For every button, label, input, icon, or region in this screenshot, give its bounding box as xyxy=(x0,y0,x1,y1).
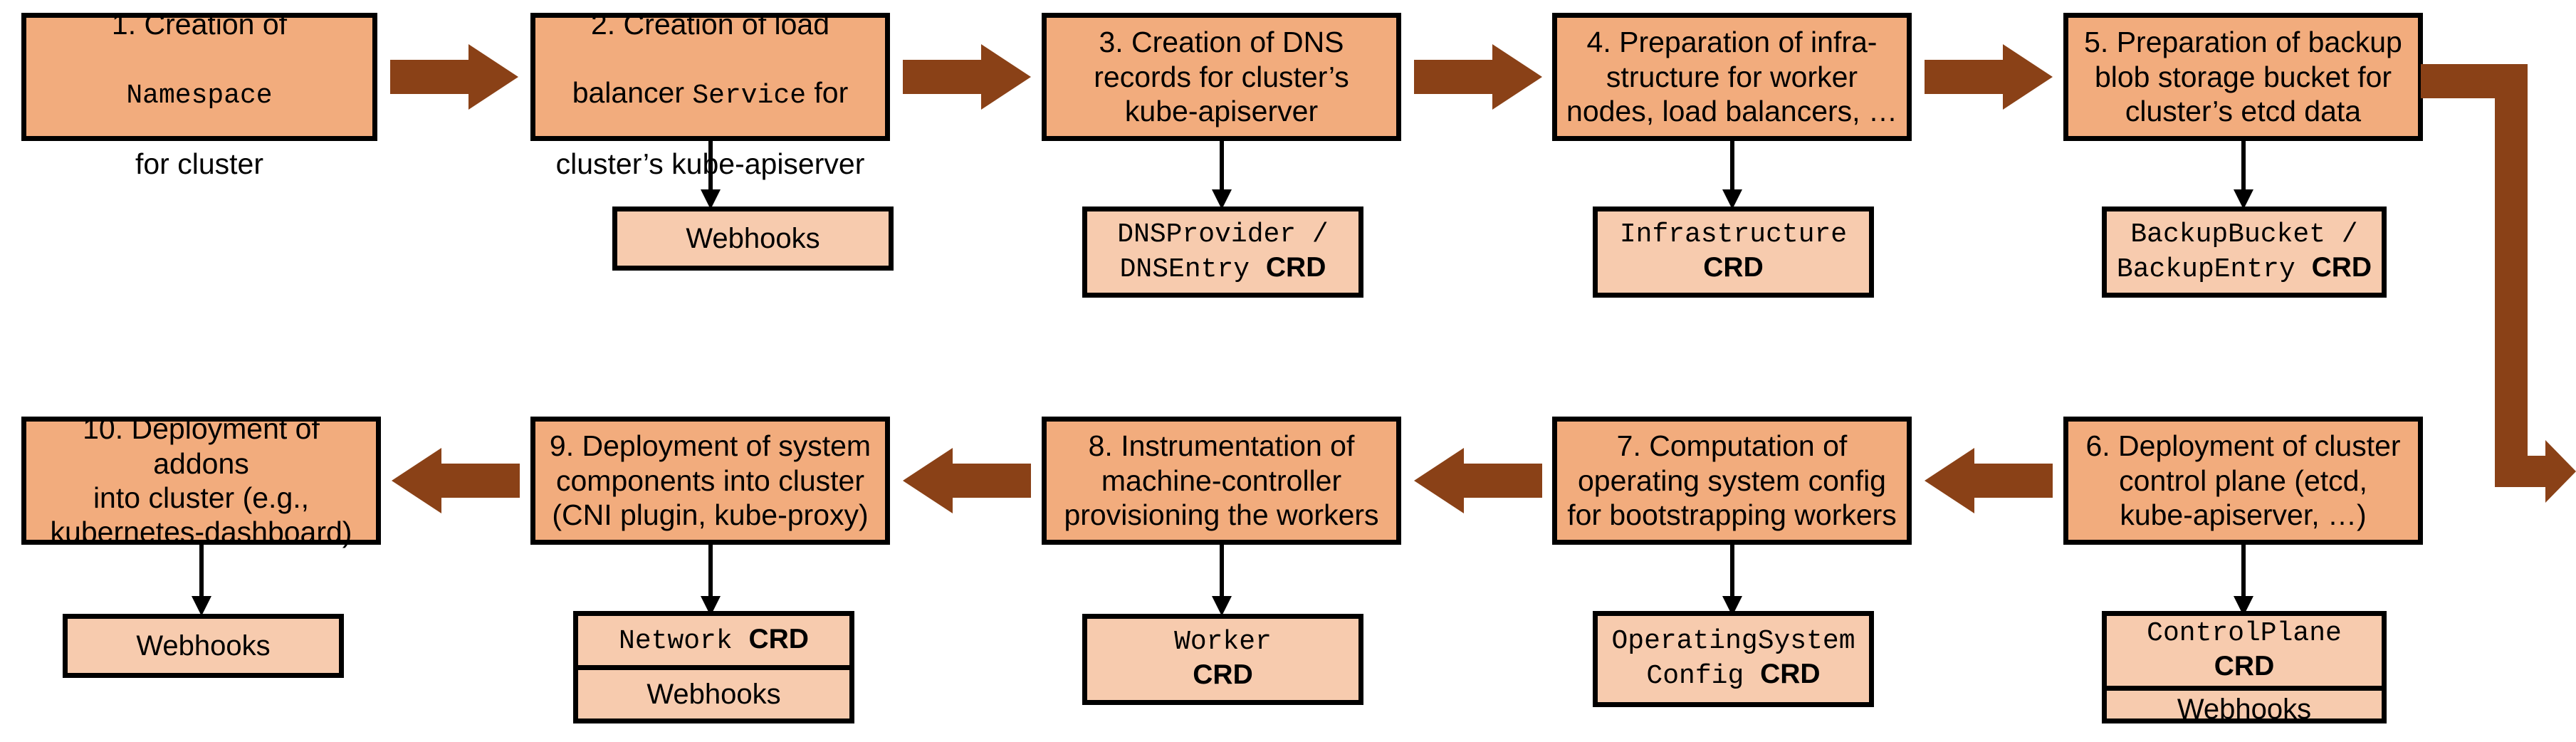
artifact-box-step2[interactable]: Webhooks xyxy=(612,207,894,271)
artifact-label: Webhooks xyxy=(686,223,820,254)
step-label-1: 1. Creation of Namespace for cluster xyxy=(112,0,287,182)
artifact-mono-text: ControlPlane xyxy=(2147,618,2342,649)
artifact-label: Webhooks xyxy=(2177,694,2312,726)
connector-step5-to-crd xyxy=(2229,141,2258,209)
flow-arrow-6-to-7 xyxy=(1925,448,2053,513)
step-label-2: 2. Creation of load balancer Service for… xyxy=(556,0,865,182)
artifact-label: OperatingSystem Config CRD xyxy=(1611,625,1855,692)
crd-tag: CRD xyxy=(1760,659,1821,689)
step-label-10: 10. Deployment of addons into cluster (e… xyxy=(50,412,352,549)
step-label-9: 9. Deployment of system components into … xyxy=(549,429,871,532)
artifact-cell: Infrastructure CRD xyxy=(1598,211,1869,293)
step-2-line3: cluster’s kube-apiserver xyxy=(555,147,865,181)
crd-tag: CRD xyxy=(748,624,809,655)
artifact-mono-text: Infrastructure xyxy=(1619,219,1848,250)
artifact-mono-text: OperatingSystem Config xyxy=(1611,626,1855,691)
step-label-6: 6. Deployment of cluster control plane (… xyxy=(2085,429,2401,532)
step-box-4[interactable]: 4. Preparation of infra- structure for w… xyxy=(1552,13,1912,141)
connector-step10-to-webhooks xyxy=(187,545,216,616)
step-2-line1: 2. Creation of load xyxy=(590,7,830,41)
flow-arrow-3-to-4 xyxy=(1414,44,1542,110)
crd-tag: CRD xyxy=(1193,659,1253,690)
step-box-2[interactable]: 2. Creation of load balancer Service for… xyxy=(530,8,890,180)
artifact-label: Webhooks xyxy=(646,678,781,710)
step-label-3: 3. Creation of DNS records for cluster’s… xyxy=(1094,26,1349,128)
artifact-cell: Webhooks xyxy=(578,664,849,719)
artifact-label: BackupBucket / BackupEntry CRD xyxy=(2117,219,2372,286)
flow-arrow-1-to-2 xyxy=(390,44,518,110)
artifact-cell: Webhooks xyxy=(617,211,889,266)
flow-arrow-2-to-3 xyxy=(903,44,1031,110)
artifact-mono-text: BackupBucket / BackupEntry xyxy=(2116,219,2358,285)
connector-step7-to-crd xyxy=(1718,545,1747,616)
flow-arrow-7-to-8 xyxy=(1414,448,1542,513)
artifact-label: ControlPlane CRD xyxy=(2112,617,2376,684)
artifact-cell: BackupBucket / BackupEntry CRD xyxy=(2107,211,2382,293)
artifact-cell: Worker CRD xyxy=(1087,619,1358,700)
artifact-cell: Network CRD xyxy=(578,616,849,665)
flow-arrow-9-to-10 xyxy=(392,448,520,513)
step-box-5[interactable]: 5. Preparation of backup blob storage bu… xyxy=(2063,13,2423,141)
artifact-cell: DNSProvider / DNSEntry CRD xyxy=(1087,211,1358,293)
connector-step9-to-artifacts xyxy=(696,545,725,616)
flow-arrow-4-to-5 xyxy=(1925,44,2053,110)
artifact-label: Worker CRD xyxy=(1174,626,1272,693)
connector-step8-to-crd xyxy=(1208,545,1236,616)
connector-step6-to-artifacts xyxy=(2229,545,2258,616)
artifact-label: Webhooks xyxy=(136,630,271,662)
connector-step4-to-crd xyxy=(1718,141,1747,209)
step-2-mono: Service xyxy=(692,80,807,112)
artifact-cell: OperatingSystem Config CRD xyxy=(1598,616,1869,702)
artifact-box-step5[interactable]: BackupBucket / BackupEntry CRD xyxy=(2102,207,2387,298)
artifact-label: Network CRD xyxy=(619,623,809,658)
artifact-box-step10[interactable]: Webhooks xyxy=(63,614,344,678)
artifact-cell: Webhooks xyxy=(68,619,339,673)
artifact-cell: Webhooks xyxy=(2107,686,2382,728)
artifact-mono-text: Worker xyxy=(1174,626,1272,657)
step-label-8: 8. Instrumentation of machine-controller… xyxy=(1064,429,1379,532)
step-1-line1: 1. Creation of xyxy=(111,7,288,41)
artifact-mono-text: DNSProvider / DNSEntry xyxy=(1117,219,1329,285)
artifact-box-step9[interactable]: Network CRD Webhooks xyxy=(573,611,854,723)
artifact-box-step6[interactable]: ControlPlane CRD Webhooks xyxy=(2102,611,2387,725)
step-box-1[interactable]: 1. Creation of Namespace for cluster xyxy=(21,8,377,180)
flow-arrow-5-to-6-wrap xyxy=(2421,57,2576,506)
artifact-box-step7[interactable]: OperatingSystem Config CRD xyxy=(1593,611,1874,707)
crd-tag: CRD xyxy=(1703,251,1764,283)
artifact-box-step3[interactable]: DNSProvider / DNSEntry CRD xyxy=(1082,207,1363,298)
artifact-label: DNSProvider / DNSEntry CRD xyxy=(1117,219,1328,286)
step-label-7: 7. Computation of operating system confi… xyxy=(1567,429,1897,532)
connector-step2-to-webhooks xyxy=(696,141,725,209)
step-2-line2: balancer Service for xyxy=(572,76,849,112)
step-label-5: 5. Preparation of backup blob storage bu… xyxy=(2084,26,2402,128)
step-box-7[interactable]: 7. Computation of operating system confi… xyxy=(1552,417,1912,545)
step-box-3[interactable]: 3. Creation of DNS records for cluster’s… xyxy=(1042,13,1401,141)
crd-tag: CRD xyxy=(2214,650,2275,681)
step-box-9[interactable]: 9. Deployment of system components into … xyxy=(530,417,890,545)
step-box-6[interactable]: 6. Deployment of cluster control plane (… xyxy=(2063,417,2423,545)
connector-step3-to-crd xyxy=(1208,141,1236,209)
artifact-cell: ControlPlane CRD xyxy=(2107,616,2382,686)
step-label-4: 4. Preparation of infra- structure for w… xyxy=(1566,26,1897,128)
step-box-8[interactable]: 8. Instrumentation of machine-controller… xyxy=(1042,417,1401,545)
flow-arrow-8-to-9 xyxy=(903,448,1031,513)
artifact-box-step4[interactable]: Infrastructure CRD xyxy=(1593,207,1874,298)
artifact-mono-text: Network xyxy=(619,626,749,657)
artifact-box-step8[interactable]: Worker CRD xyxy=(1082,614,1363,705)
crd-tag: CRD xyxy=(1265,251,1326,283)
artifact-label: Infrastructure CRD xyxy=(1620,219,1847,286)
step-1-line3: for cluster xyxy=(135,147,263,181)
step-1-mono: Namespace xyxy=(126,80,273,112)
crd-tag: CRD xyxy=(2311,251,2372,283)
step-box-10[interactable]: 10. Deployment of addons into cluster (e… xyxy=(21,412,381,548)
